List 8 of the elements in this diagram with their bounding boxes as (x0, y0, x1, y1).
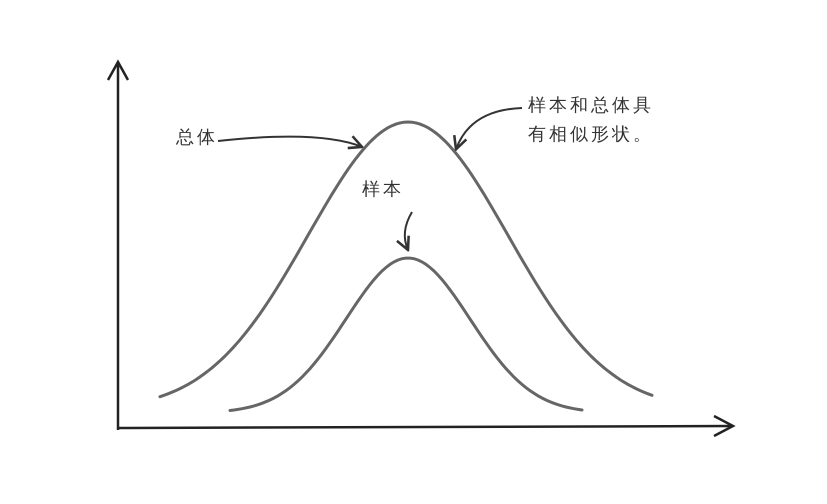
bell-curve (228, 256, 584, 412)
annotation-text: 总体 (176, 124, 220, 153)
bell-curve (158, 120, 654, 398)
leader-arrow (454, 107, 522, 151)
annotation-text: 样本 (362, 176, 422, 205)
leader-arrow (396, 212, 413, 252)
leader-arrow (218, 135, 364, 150)
annotation-text: 样本和总体具有相似形状。 (528, 92, 660, 150)
